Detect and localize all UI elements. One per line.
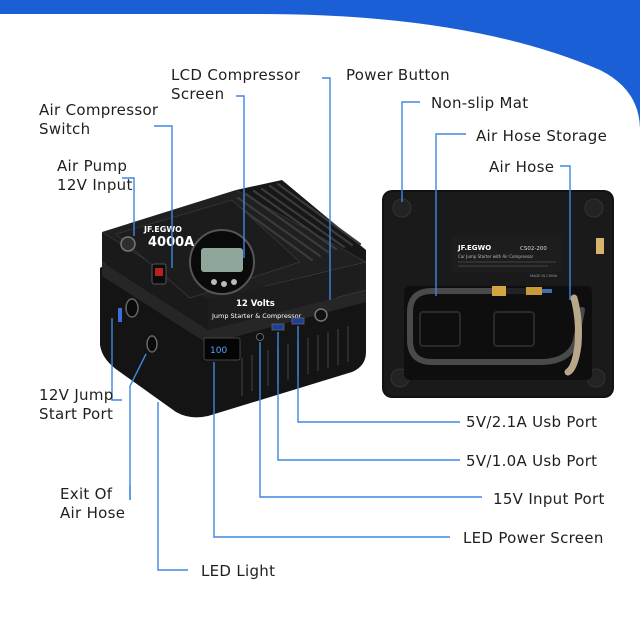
callout-text: Switch [39, 120, 91, 138]
jump-start-port-hole [125, 298, 139, 318]
callout-text: Start Port [39, 405, 114, 423]
leader-lines [111, 77, 571, 571]
callout-led-light: LED Light [201, 562, 275, 581]
volts-text: 12 Volts [236, 299, 275, 309]
callout-input-15v-port: 15V Input Port [493, 490, 605, 509]
callout-text: 12V Input [57, 176, 133, 194]
led-light-strip [118, 308, 122, 322]
foot-top-right [584, 198, 604, 218]
callout-text: Air Pump [57, 157, 128, 175]
callout-text: Exit Of [60, 485, 113, 503]
hose-connector [492, 286, 506, 296]
led-power-screen-panel [203, 337, 241, 361]
callout-text: Air Hose Storage [476, 127, 608, 145]
callout-lcd-compressor-screen: LCD Compressor Screen [171, 66, 300, 104]
callout-exit-of-air-hose: Exit Of Air Hose [60, 485, 125, 523]
usb-10-socket [271, 323, 285, 331]
callout-air-compressor-switch: Air Compressor Switch [39, 101, 158, 139]
callout-text: 5V/2.1A Usb Port [466, 413, 598, 431]
brand-text: JF.EGWO [143, 225, 182, 234]
lcd-display-panel [201, 248, 243, 272]
callout-led-power-screen: LED Power Screen [463, 529, 604, 548]
callout-text: 15V Input Port [493, 490, 605, 508]
callout-air-pump-input: Air Pump 12V Input [57, 157, 133, 195]
callout-air-hose: Air Hose [489, 158, 554, 177]
callout-power-button: Power Button [346, 66, 450, 85]
callout-text: Screen [171, 85, 225, 103]
input-15v-socket [256, 333, 264, 341]
callout-text: LED Light [201, 562, 276, 580]
callout-air-hose-storage: Air Hose Storage [476, 127, 607, 146]
rating-text: 4000A [148, 235, 194, 250]
callout-usb-21-port: 5V/2.1A Usb Port [466, 413, 597, 432]
bottom-line: Car Jump Starter with Air Compressor [458, 254, 534, 259]
bottom-model: CS02-200 [520, 246, 547, 252]
subtitle-text: Jump Starter & Compressor [211, 312, 302, 320]
callout-text: 5V/1.0A Usb Port [466, 452, 598, 470]
callout-non-slip-mat: Non-slip Mat [431, 94, 528, 113]
callout-usb-10-port: 5V/1.0A Usb Port [466, 452, 597, 471]
power-button-knob [314, 308, 328, 322]
device-bottom-view: JF.EGWO CS02-200 Car Jump Starter with A… [382, 190, 614, 398]
made-in-text: MADE IN CHINA [530, 274, 558, 278]
callout-text: Air Hose [60, 504, 126, 522]
stored-air-hose [407, 288, 585, 365]
jump-starter-device: JF.EGWO 4000A 12 Volts Jump Starter & Co… [100, 180, 366, 418]
callout-text: Air Compressor [39, 101, 159, 119]
callout-text: LED Power Screen [463, 529, 604, 547]
hose-exit-hole [146, 335, 158, 353]
led-reading: 100 [210, 346, 227, 356]
air-pump-knob [120, 236, 136, 252]
bottom-brand: JF.EGWO [457, 244, 491, 252]
callout-text: 12V Jump [39, 386, 114, 404]
callout-text: Non-slip Mat [431, 94, 529, 112]
callout-text: Air Hose [489, 158, 555, 176]
callout-text: LCD Compressor [171, 66, 301, 84]
callout-jump-start-port: 12V Jump Start Port [39, 386, 114, 424]
usb-21-socket [291, 317, 305, 325]
callout-text: Power Button [346, 66, 450, 84]
